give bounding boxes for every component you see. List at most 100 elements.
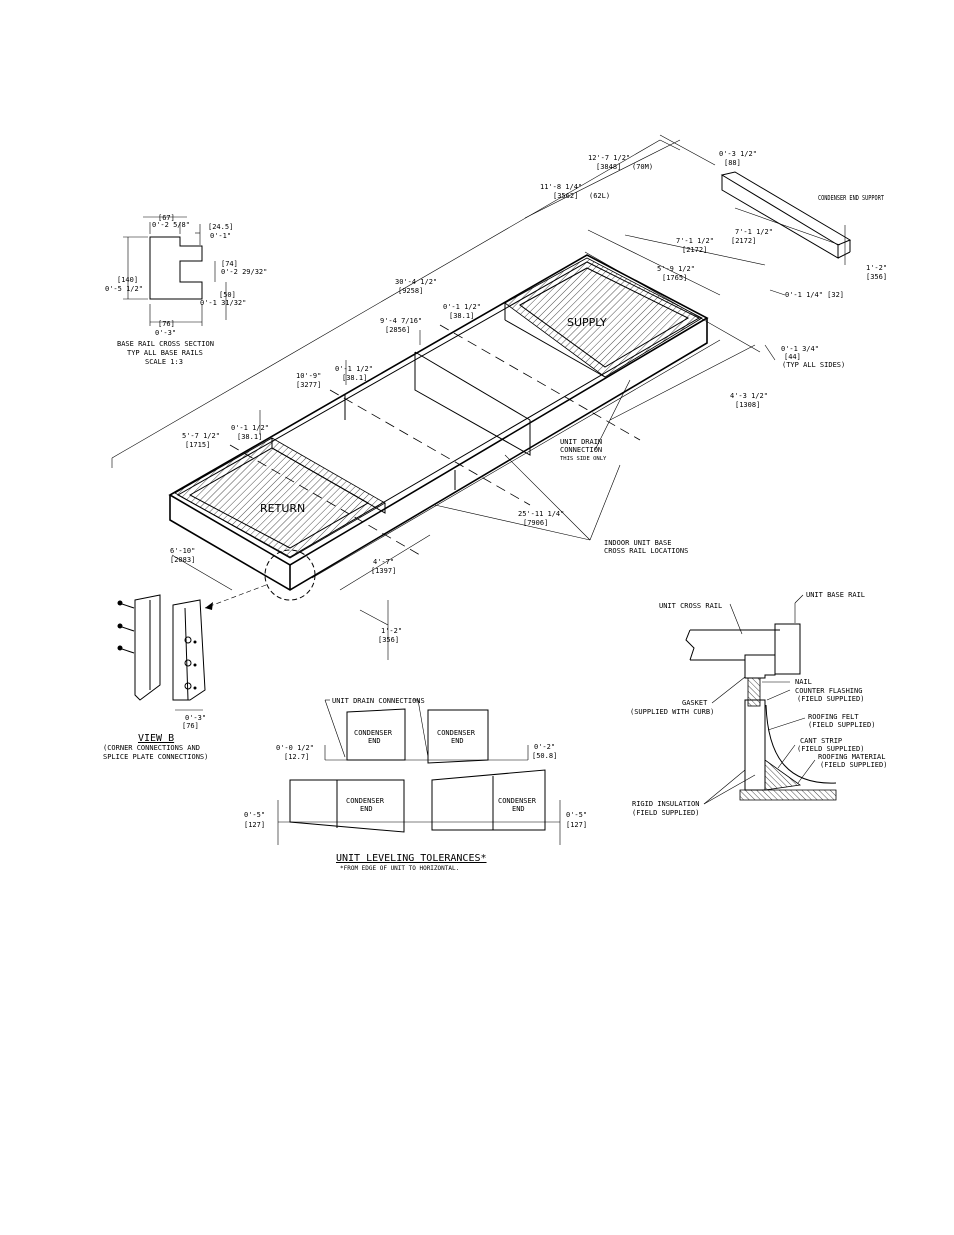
unit-base-rail [774, 623, 801, 675]
dim-7-1-a-mm: [2172] [731, 237, 756, 245]
label-cant-strip-2: (FIELD SUPPLIED) [797, 745, 864, 753]
dim-25-11-mm: [7906] [523, 519, 548, 527]
dim-0-1-12-a: 0'-1 1/2" [443, 303, 481, 311]
cross-rail-profile [744, 654, 776, 679]
dim-5-9: 5'-9 1/2" [657, 265, 695, 273]
dim-0-1-12-b: 0'-1 1/2" [335, 365, 373, 373]
leveling-title: UNIT LEVELING TOLERANCES* [336, 853, 487, 864]
dim-9-4: 9'-4 7/16" [380, 317, 422, 325]
lvl-box3-end: END [360, 805, 373, 813]
br-dim-76: [76] [158, 320, 175, 328]
dim-1-2-a-mm: [356] [866, 273, 887, 281]
dim-10-9-mm: [3277] [296, 381, 321, 389]
tol-b: 0'-2" [534, 743, 555, 751]
drain-note-2: CONNECTION [560, 446, 602, 454]
tol-c-mm: [127] [244, 821, 265, 829]
dim-11-8-note: (62L) [589, 192, 610, 200]
dim-25-11: 25'-11 1/4" [518, 510, 564, 518]
base-rail-cross-section: [67] 0'-2 5/8" [24.5] 0'-1" [74] 0'-2 29… [105, 214, 267, 366]
dim-11-8-mm: [3562] [553, 192, 578, 200]
label-unit-cross-rail: UNIT CROSS RAIL [659, 602, 722, 610]
wood-nailer [747, 677, 761, 707]
curb-wall [744, 699, 766, 791]
lvl-box2-condenser: CONDENSER [437, 729, 476, 737]
view-b-splice-plate [172, 599, 206, 701]
cant-strip [764, 759, 802, 791]
drain-note-1: UNIT DRAIN [560, 438, 602, 446]
dim-0-1-12-b-mm: [38.1] [342, 374, 367, 382]
dim-0-1-12-c-mm: [38.1] [237, 433, 262, 441]
isometric-labels: SUPPLY RETURN 12'-7 1/2" [3848] (70M) 11… [170, 150, 887, 644]
label-counter-flashing-2: (FIELD SUPPLIED) [797, 695, 864, 703]
tol-b-mm: [50.8] [532, 752, 557, 760]
view-b-corner-bracket [134, 594, 161, 701]
dim-0-1-34: 0'-1 3/4" [781, 345, 819, 353]
br-dim-0-2-29: 0'-2 29/32" [221, 268, 267, 276]
dim-4-3: 4'-3 1/2" [730, 392, 768, 400]
curb-detail: UNIT BASE RAIL UNIT CROSS RAIL NAIL COUN… [630, 591, 887, 817]
label-cant-strip-1: CANT STRIP [800, 737, 842, 745]
cross-rail-note-1: INDOOR UNIT BASE [604, 539, 671, 547]
lvl-box3-condenser: CONDENSER [346, 797, 385, 805]
lvl-box4-condenser: CONDENSER [498, 797, 537, 805]
dim-0-1-34-note: (TYP ALL SIDES) [782, 361, 845, 369]
br-caption-3: SCALE 1:3 [145, 358, 183, 366]
lvl-box1-condenser: CONDENSER [354, 729, 393, 737]
dim-0-3-5: 0'-3 1/2" [719, 150, 757, 158]
dim-7-1-b-mm: [2172] [682, 246, 707, 254]
label-gasket-2: (SUPPLIED WITH CURB) [630, 708, 714, 716]
br-dim-50: [50] [219, 291, 236, 299]
dim-5-7: 5'-7 1/2" [182, 432, 220, 440]
condenser-support-label: CONDENSER END SUPPORT [818, 194, 885, 202]
label-counter-flashing-1: COUNTER FLASHING [795, 687, 862, 695]
br-dim-140: [140] [117, 276, 138, 284]
vb-caption-2: SPLICE PLATE CONNECTIONS) [103, 753, 208, 761]
label-gasket-1: GASKET [682, 699, 708, 707]
label-nail: NAIL [795, 678, 812, 686]
dim-30-4: 30'-4 1/2" [395, 278, 437, 286]
dim-4-3-mm: [1308] [735, 401, 760, 409]
vb-dim-0-3: 0'-3" [185, 714, 206, 722]
br-dim-0-5-12: 0'-5 1/2" [105, 285, 143, 293]
label-drain-connections: UNIT DRAIN CONNECTIONS [332, 697, 425, 705]
leveling-tolerances: UNIT DRAIN CONNECTIONS CONDENSER END CON… [244, 697, 587, 872]
lvl-box1-end: END [368, 737, 381, 745]
leveling-box-3 [289, 779, 405, 833]
dim-1-2-b-mm: [356] [378, 636, 399, 644]
label-roofing-felt-2: (FIELD SUPPLIED) [808, 721, 875, 729]
tol-c: 0'-5" [244, 811, 265, 819]
view-b-bolts [117, 600, 197, 690]
leveling-footnote: *FROM EDGE OF UNIT TO HORIZONTAL. [340, 865, 459, 872]
dim-0-1-34-mm: [44] [784, 353, 801, 361]
br-dim-24-5: [24.5] [208, 223, 233, 231]
view-b-detail: 0'-3" [76] VIEW B (CORNER CONNECTIONS AN… [103, 594, 208, 761]
dimension-lines [111, 134, 846, 660]
dim-12-7-mm: [3848] [596, 163, 621, 171]
br-dim-74: [74] [221, 260, 238, 268]
dim-7-1-b: 7'-1 1/2" [676, 237, 714, 245]
dim-12-7: 12'-7 1/2" [588, 154, 630, 162]
base-rail-profile [149, 236, 203, 300]
dim-6-10-mm: [2083] [170, 556, 195, 564]
tol-d: 0'-5" [566, 811, 587, 819]
drain-note-3: THIS SIDE ONLY [560, 456, 607, 462]
dim-7-1-a: 7'-1 1/2" [735, 228, 773, 236]
br-caption-1: BASE RAIL CROSS SECTION [117, 340, 214, 348]
dim-0-1-12-c: 0'-1 1/2" [231, 424, 269, 432]
br-dim-0-1-31: 0'-1 31/32" [200, 299, 246, 307]
supply-label: SUPPLY [567, 316, 607, 329]
dim-0-1-12-a-mm: [38.1] [449, 312, 474, 320]
label-roofing-material-2: (FIELD SUPPLIED) [820, 761, 887, 769]
supply-opening [504, 257, 703, 378]
label-rigid-insulation-2: (FIELD SUPPLIED) [632, 809, 699, 817]
dim-11-8: 11'-8 1/4" [540, 183, 582, 191]
cross-rail-note-2: CROSS RAIL LOCATIONS [604, 547, 688, 555]
br-caption-2: TYP ALL BASE RAILS [127, 349, 203, 357]
dim-1-2-b: 1'-2" [381, 627, 402, 635]
dim-6-10: 6'-10" [170, 547, 195, 555]
br-dim-0-3: 0'-3" [155, 329, 176, 337]
tol-a: 0'-0 1/2" [276, 744, 314, 752]
label-roofing-material-1: ROOFING MATERIAL [818, 753, 885, 761]
label-rigid-insulation-1: RIGID INSULATION [632, 800, 699, 808]
